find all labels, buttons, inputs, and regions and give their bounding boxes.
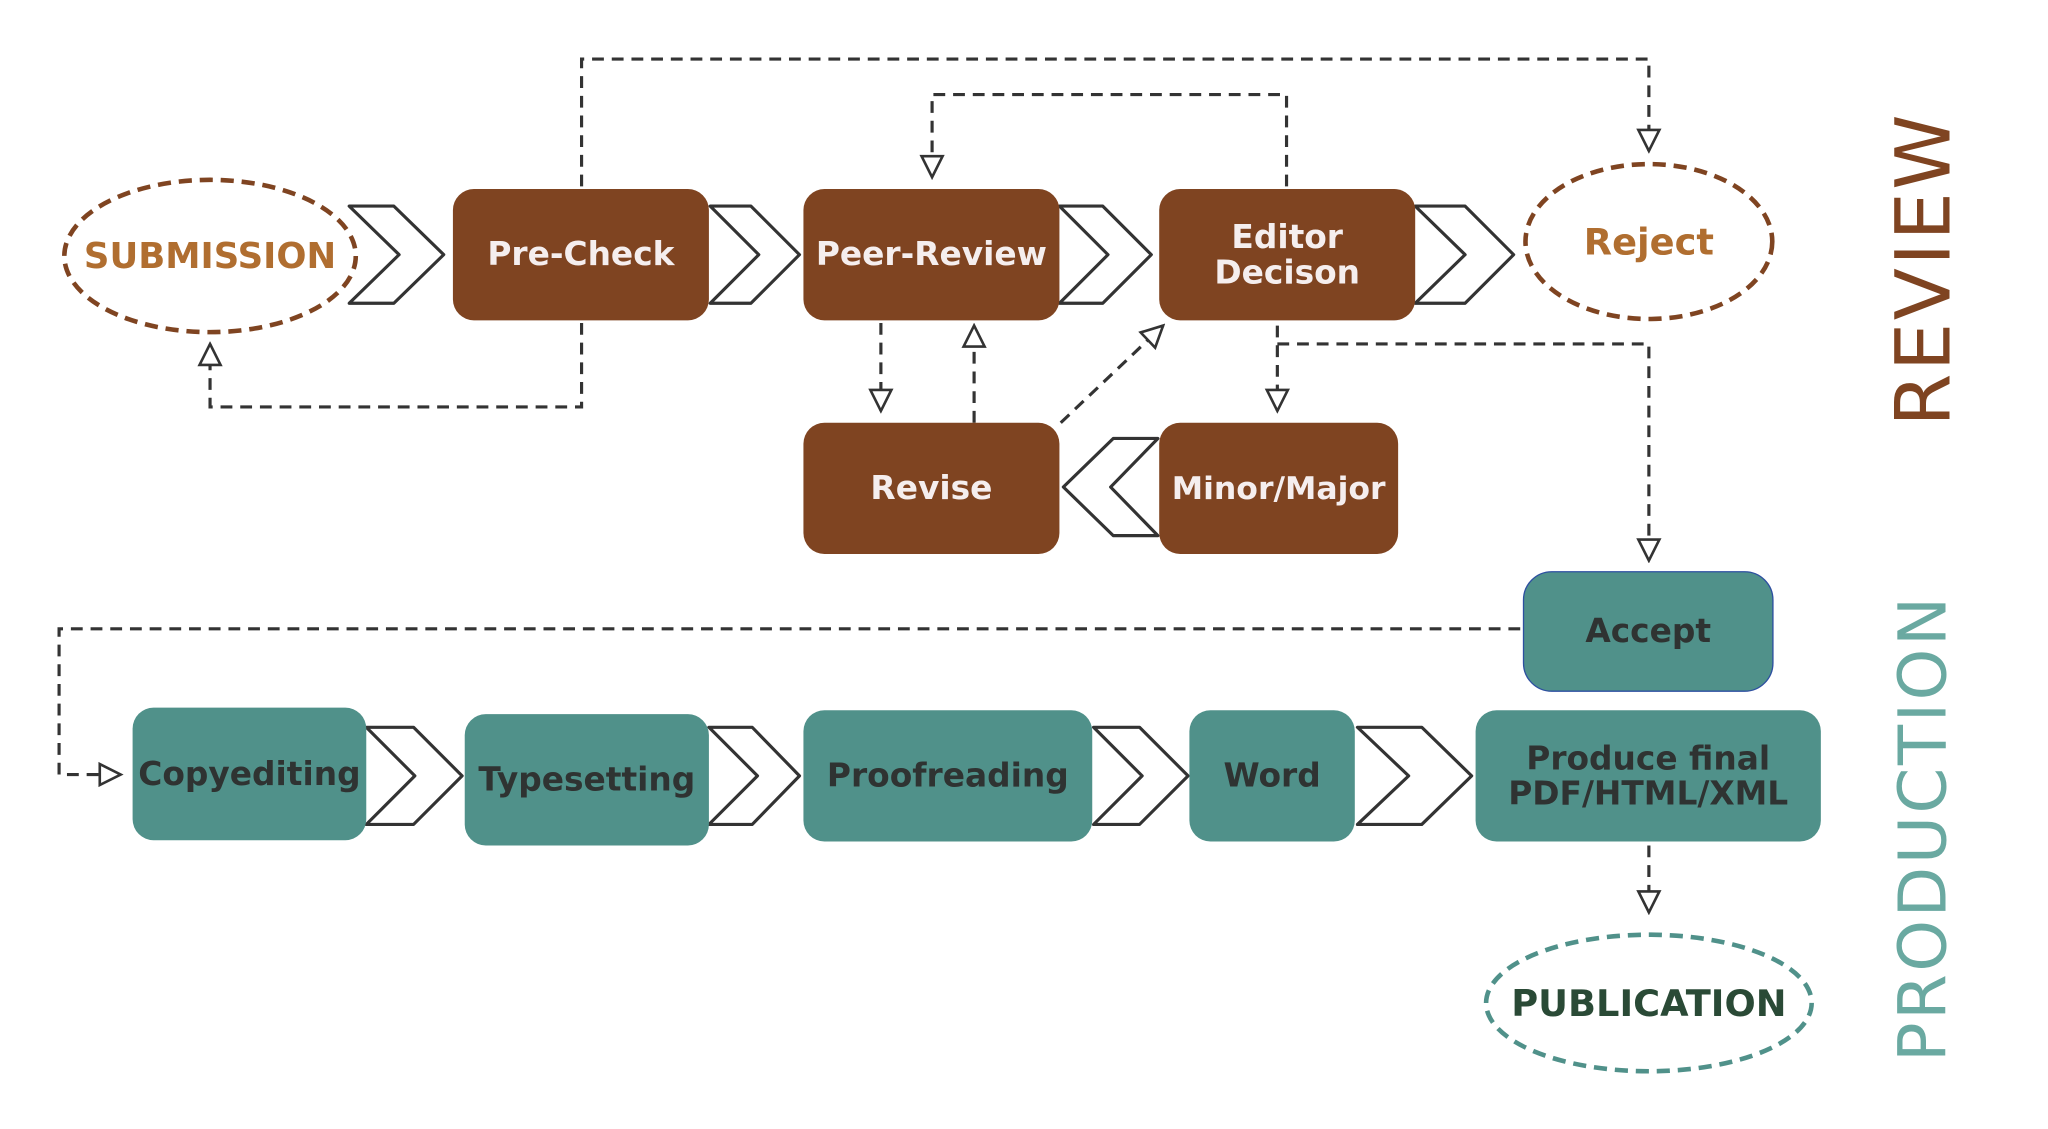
editor-decision-label-line1: Editor [1231,217,1343,256]
connector-precheck-to-reject [579,57,1649,187]
chevron-left-icon [1061,436,1160,538]
chevron-right-icon [1091,725,1190,827]
pre-check-node: Pre-Check [452,189,709,321]
minor-major-node: Minor/Major [1159,422,1399,555]
proofreading-node: Proofreading [803,710,1093,842]
copyediting-label: Copyediting [138,754,361,793]
connector-editor-to-peerreview [932,92,1289,187]
pre-check-label: Pre-Check [487,235,675,274]
chevron-right-icon [1355,725,1474,827]
chevron-right-icon [1057,204,1153,305]
minor-major-label: Minor/Major [1171,469,1386,507]
submission-oval [62,177,359,335]
word-node: Word [1189,710,1355,842]
produce-final-label-line1: Produce final [1526,738,1771,777]
typesetting-label: Typesetting [478,760,696,799]
peer-review-label: Peer-Review [815,235,1047,274]
chevron-right-icon [1413,204,1516,305]
submission-label: SUBMISSION [83,235,337,277]
copyediting-node: Copyediting [132,707,367,841]
chevron-right-icon [708,204,802,305]
editor-decision-label-line2: Decison [1214,253,1361,292]
publication-label: PUBLICATION [1511,981,1787,1025]
chevron-right-icon [364,725,464,827]
review-section-label: REVIEW [1878,111,1968,427]
connector-accept-to-copyediting [57,627,1521,775]
accept-label: Accept [1585,612,1712,651]
production-section-label: PRODUCTION [1885,594,1962,1063]
accept-node: Accept [1522,571,1774,692]
revise-label: Revise [870,468,993,508]
word-label: Word [1223,756,1321,795]
connector-revise-to-editor [1059,326,1163,424]
produce-final-label-line2: PDF/HTML/XML [1508,774,1789,813]
chevron-right-icon [347,204,446,305]
connector-precheck-to-submission [210,322,584,409]
peer-review-node: Peer-Review [803,189,1060,321]
reject-oval [1523,161,1775,322]
typesetting-node: Typesetting [464,714,709,846]
proofreading-label: Proofreading [826,756,1069,795]
connector-editor-to-accept [1277,342,1649,561]
publication-oval [1483,932,1814,1074]
editor-decision-node: Editor Decison [1159,189,1416,321]
chevron-right-icon [707,725,802,827]
produce-final-node: Produce final PDF/HTML/XML [1475,710,1821,842]
reject-label: Reject [1583,219,1714,264]
revise-node: Revise [803,422,1060,555]
